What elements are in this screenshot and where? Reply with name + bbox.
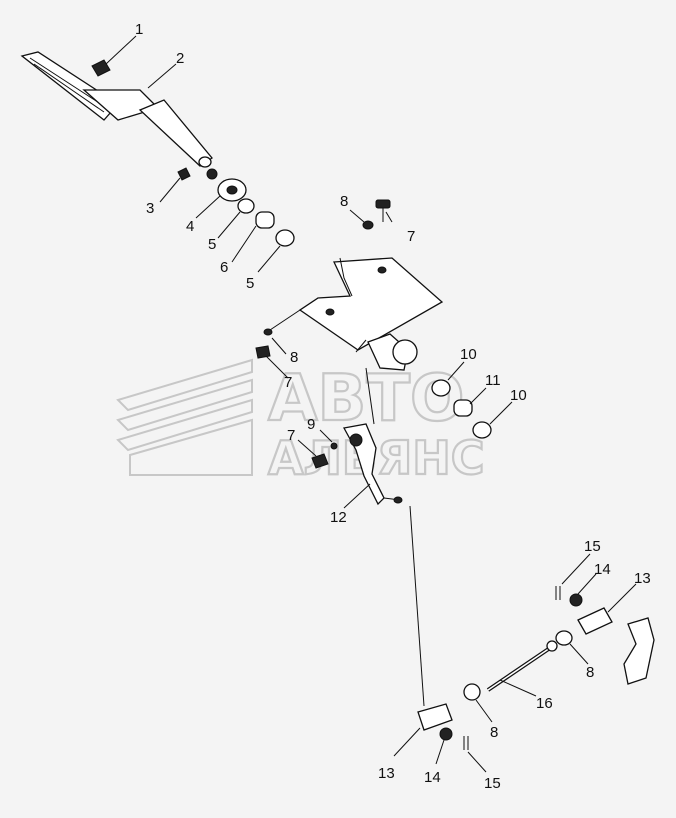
callout-3: 3: [146, 200, 154, 217]
callout-10a: 10: [460, 346, 477, 363]
bolt-top: [375, 199, 391, 222]
cotter-pin-15a: [555, 586, 561, 600]
callout-9: 9: [307, 416, 315, 433]
callout-14a: 14: [594, 561, 611, 578]
link-line: [409, 505, 425, 707]
nut-8d: [463, 683, 481, 701]
washer-9: [330, 442, 338, 450]
nut-14a: [569, 593, 583, 607]
leader-plate: [269, 297, 319, 331]
callout-8c: 8: [586, 664, 594, 681]
callout-15a: 15: [584, 538, 601, 555]
watermark-line2: АЛЬЯНС: [268, 431, 485, 485]
bolt-7c: [311, 453, 329, 469]
nut-14b: [439, 727, 453, 741]
nut-8a: [362, 220, 374, 230]
callout-13b: 13: [378, 765, 395, 782]
washer: [206, 168, 247, 202]
bracket-plate: [298, 257, 444, 371]
pump-lever: [623, 617, 655, 685]
callout-15b: 15: [484, 775, 501, 792]
pin: [177, 167, 191, 181]
pedal-pad: [20, 51, 119, 121]
clevis-upper: [577, 607, 613, 635]
cotter-pin-15b: [463, 736, 469, 750]
callout-6: 6: [220, 259, 228, 276]
threaded-rod: [486, 640, 558, 692]
pedal-arm: [82, 89, 213, 168]
bushing-11: [453, 399, 473, 417]
watermark-emblem: [116, 358, 253, 476]
lever: [342, 367, 403, 506]
nut-8b: [263, 328, 273, 336]
callout-5b: 5: [246, 275, 254, 292]
callout-5a: 5: [208, 236, 216, 253]
callout-12: 12: [330, 509, 347, 526]
bushing-5b: [275, 229, 295, 247]
callout-7b: 7: [284, 374, 292, 391]
callout-labels: 1 2 3 4 5 6 5 8 7 8 7 10 11 10 9 7 12 15…: [135, 21, 651, 792]
watermark-logo: АВТО АЛЬЯНС: [116, 358, 486, 486]
callout-1: 1: [135, 21, 143, 38]
callout-16: 16: [536, 695, 553, 712]
callout-7c: 7: [287, 427, 295, 444]
callout-10b: 10: [510, 387, 527, 404]
nut-8c: [555, 630, 573, 646]
bushing-5a: [237, 198, 255, 214]
callout-2: 2: [176, 50, 184, 67]
callout-11: 11: [485, 372, 501, 389]
bolt-7b: [255, 345, 271, 359]
callout-14b: 14: [424, 769, 441, 786]
bushing-10b: [472, 421, 492, 439]
callout-7a: 7: [407, 228, 415, 245]
leader-lines: [105, 35, 637, 773]
clevis-lower: [417, 703, 453, 731]
callout-8b: 8: [290, 349, 298, 366]
callout-8d: 8: [490, 724, 498, 741]
bushing-6: [255, 211, 275, 229]
callout-8a: 8: [340, 193, 348, 210]
bushing-10a: [431, 379, 451, 397]
callout-13a: 13: [634, 570, 651, 587]
callout-4: 4: [186, 218, 194, 235]
